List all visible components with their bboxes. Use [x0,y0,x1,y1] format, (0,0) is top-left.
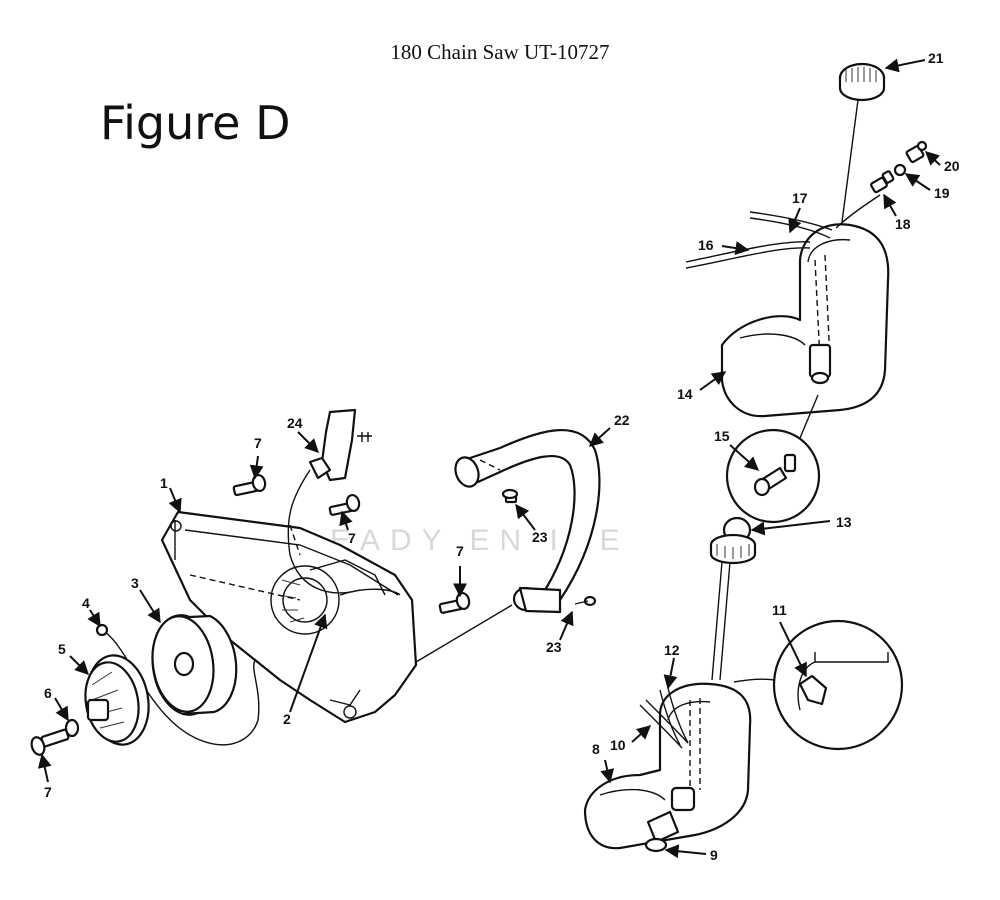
callout-labels: 21 20 19 18 17 16 14 15 13 22 23 23 24 7… [44,50,960,863]
callout-19: 19 [934,185,950,201]
housing-screw-middle [328,493,361,516]
handle-bar [454,428,601,614]
callout-4: 4 [82,595,90,611]
callout-2: 2 [283,711,291,727]
callout-22: 22 [614,412,630,428]
callout-5: 5 [58,641,66,657]
callout-13: 13 [836,514,852,530]
fuel-cap [709,516,757,565]
callout-7-middle: 7 [348,530,356,546]
callout-12: 12 [664,642,680,658]
document-title: 180 Chain Saw UT-10727 [390,40,610,64]
washer [64,718,80,738]
callout-7-right: 7 [456,543,464,559]
fuel-line-12 [659,689,681,746]
flywheel [151,614,238,716]
washer-19 [893,163,907,177]
fuel-line-10 [639,704,683,749]
callout-18: 18 [895,216,911,232]
callout-6: 6 [44,685,52,701]
crankcase-housing [160,510,418,724]
oil-tank [720,223,890,418]
ignition-wire [287,469,361,594]
detail-view-11 [772,619,904,751]
callout-17: 17 [792,190,808,206]
callout-15: 15 [714,428,730,444]
callout-8: 8 [592,741,600,757]
housing-screw-top [232,473,267,497]
callout-7-bottom: 7 [44,784,52,800]
callout-23-lower: 23 [546,639,562,655]
oil-line-16 [685,247,811,269]
callout-10: 10 [610,737,626,753]
callout-11: 11 [772,602,787,618]
fitting-20 [905,140,928,164]
callout-7-top: 7 [254,435,262,451]
callout-9: 9 [710,847,718,863]
vent-valve [798,674,828,706]
fuel-tank [583,682,752,853]
starter-screw [30,728,70,756]
callout-3: 3 [131,575,139,591]
figure-title: Figure D [100,96,291,150]
callout-24: 24 [287,415,303,431]
ignition-coil [308,408,372,482]
callout-21: 21 [928,50,944,66]
callout-16: 16 [698,237,714,253]
callout-14: 14 [677,386,693,402]
callout-23-upper: 23 [532,529,548,545]
oil-filter-fitting [753,453,797,497]
handle-screw-bottom [574,595,597,607]
housing-screw-right [438,591,471,614]
leader-lines [37,58,941,859]
callout-1: 1 [160,475,168,491]
starter-pulley [84,654,150,746]
spark-plug-terminal [95,623,109,637]
fitting-18 [870,170,895,194]
callout-20: 20 [944,158,960,174]
handle-screw-top [501,488,519,504]
